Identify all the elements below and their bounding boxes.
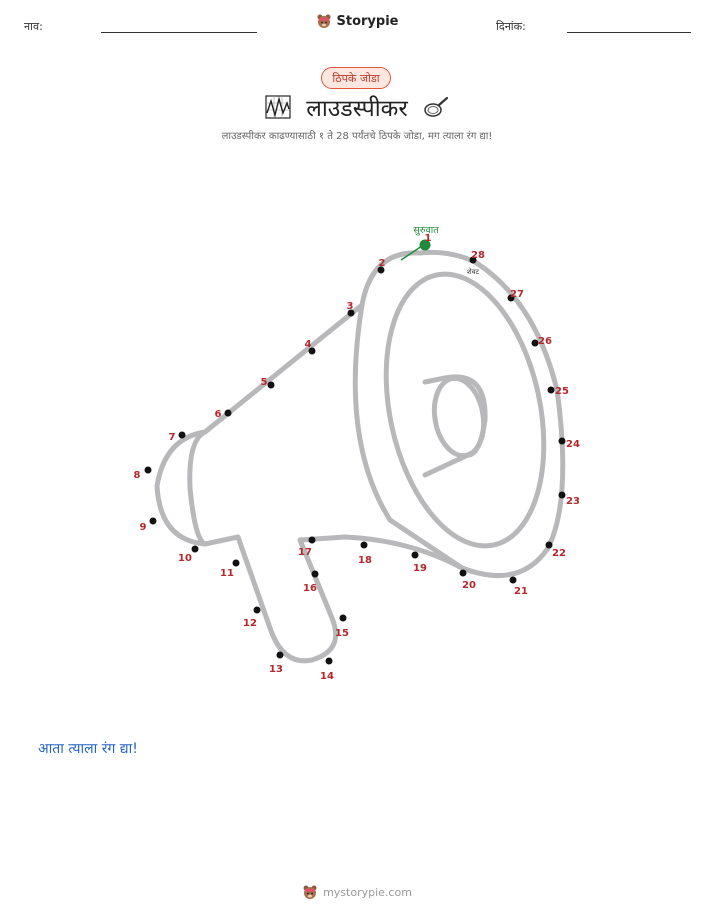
dot-label-17: 17 — [298, 547, 312, 558]
color-prompt: आता त्याला रंग द्या! — [38, 741, 138, 757]
dot-7[interactable] — [178, 431, 186, 439]
dot-1[interactable] — [419, 239, 431, 251]
dot-6[interactable] — [224, 409, 232, 417]
dot-label-4: 4 — [305, 339, 312, 350]
dot-label-16: 16 — [303, 583, 317, 594]
dot-2[interactable] — [377, 266, 385, 274]
footer-bear-icon — [303, 885, 317, 899]
bear-logo-icon — [317, 14, 330, 28]
dot-label-2: 2 — [379, 258, 386, 269]
dot-10[interactable] — [191, 545, 199, 553]
dot-21[interactable] — [509, 576, 517, 584]
dot-label-3: 3 — [347, 301, 354, 312]
dot-label-28: 28 — [471, 250, 485, 261]
name-line[interactable] — [101, 32, 257, 33]
start-label: सुरुवात — [413, 225, 439, 236]
end-label: शेवट — [467, 267, 480, 276]
dot-label-6: 6 — [215, 409, 222, 420]
brand-name: Storypie — [336, 13, 399, 29]
dot-9[interactable] — [149, 517, 157, 525]
dot-label-26: 26 — [538, 336, 552, 347]
dot-3[interactable] — [347, 309, 355, 317]
dot-24[interactable] — [558, 437, 566, 445]
dot-17[interactable] — [308, 536, 316, 544]
start-arrow — [400, 245, 423, 261]
dot-26[interactable] — [531, 339, 539, 347]
dot-25[interactable] — [547, 386, 555, 394]
dot-23[interactable] — [558, 491, 566, 499]
dot-label-7: 7 — [169, 432, 176, 443]
dot-label-15: 15 — [335, 628, 349, 639]
brand: Storypie — [0, 13, 714, 29]
dot-label-25: 25 — [555, 386, 569, 397]
instructions: लाउडस्पीकर काढण्यासाठी १ ते 28 पर्यंतचे … — [221, 131, 493, 142]
dot-11[interactable] — [232, 559, 240, 567]
date-label: दिनांक: — [496, 20, 526, 33]
dot-4[interactable] — [308, 347, 316, 355]
dot-8[interactable] — [144, 466, 152, 474]
pan-icon — [424, 96, 448, 117]
dot-label-10: 10 — [178, 553, 192, 564]
dot-label-21: 21 — [514, 586, 528, 597]
dot-14[interactable] — [325, 657, 333, 665]
dot-28[interactable] — [469, 256, 477, 264]
footer: mystorypie.com — [0, 884, 714, 900]
dot-label-27: 27 — [510, 289, 524, 300]
dot-label-11: 11 — [220, 568, 234, 579]
title-row: लाउडस्पीकर — [0, 90, 714, 124]
dot-label-23: 23 — [566, 496, 580, 507]
loudspeaker-outline — [154, 249, 566, 664]
dot-label-20: 20 — [462, 580, 476, 591]
dot-19[interactable] — [411, 551, 419, 559]
dot-label-24: 24 — [566, 439, 580, 450]
chart-icon — [265, 95, 291, 119]
dot-label-8: 8 — [134, 470, 141, 481]
dot-label-1: 1 — [425, 233, 432, 244]
activity-badge: ठिपके जोडा — [321, 67, 391, 89]
dot-5[interactable] — [267, 381, 275, 389]
dot-13[interactable] — [276, 651, 284, 659]
footer-site: mystorypie.com — [323, 885, 412, 899]
page-title: लाउडस्पीकर — [306, 96, 408, 122]
dot-22[interactable] — [545, 541, 553, 549]
dot-label-12: 12 — [243, 618, 257, 629]
dot-label-19: 19 — [413, 563, 427, 574]
dot-15[interactable] — [339, 614, 347, 622]
dot-27[interactable] — [507, 294, 515, 302]
dot-12[interactable] — [253, 606, 261, 614]
name-label: नाव: — [24, 20, 43, 33]
dot-label-9: 9 — [140, 522, 147, 533]
dot-label-18: 18 — [358, 555, 372, 566]
dot-18[interactable] — [360, 541, 368, 549]
dot-label-22: 22 — [552, 548, 566, 559]
dot-16[interactable] — [311, 570, 319, 578]
date-line[interactable] — [567, 32, 691, 33]
dot-label-5: 5 — [261, 377, 268, 388]
dot-label-14: 14 — [320, 671, 334, 682]
dot-label-13: 13 — [269, 664, 283, 675]
dot-20[interactable] — [459, 569, 467, 577]
